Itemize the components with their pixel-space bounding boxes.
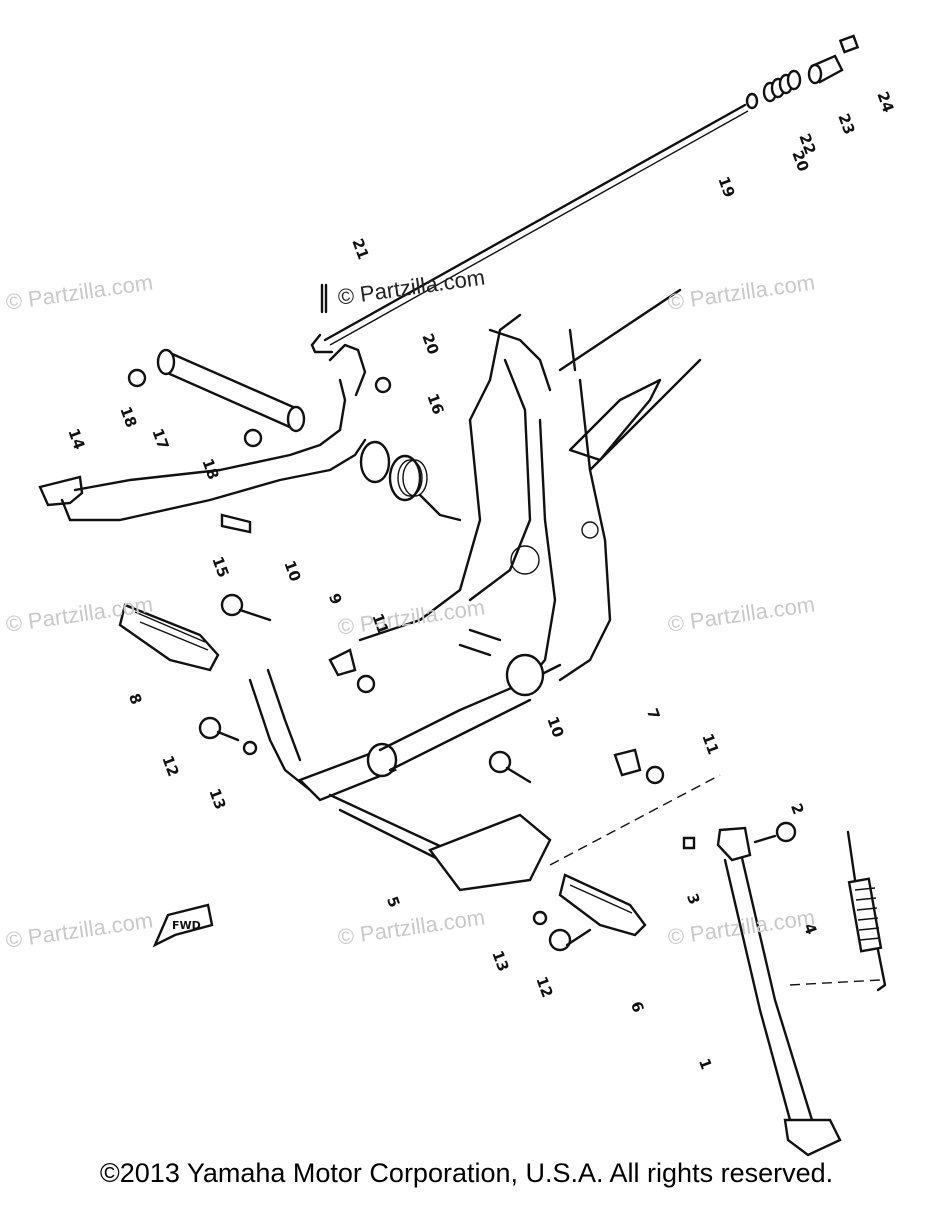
bolt-10-lower [488,750,532,784]
footrest-crossmember [248,628,562,892]
fwd-text: FWD [172,919,201,932]
footrest-8 [118,603,220,672]
side-stand-1 [716,826,842,1157]
nut-11-b [645,765,665,785]
shaft-17 [156,348,306,433]
brake-pedal-14 [38,343,391,522]
cotter-pin-21 [320,283,328,314]
clip-9 [328,648,357,677]
nut-20 [374,376,392,394]
washer-18-a [127,368,147,388]
washer-13-b [532,910,548,926]
stand-bolt-2 [753,821,797,844]
bolt-12-upper [198,716,240,742]
leader-lines [549,774,881,986]
spring-16 [388,454,462,522]
nut-11-a [356,674,376,694]
adjuster-parts-20-24 [745,34,860,110]
bolt-10-upper [220,593,272,622]
brake-rod-19 [310,103,749,354]
pin-15 [220,513,252,534]
stand-spring-4 [846,830,887,992]
clip-7 [613,748,642,777]
washer-13-a [242,740,258,756]
stand-nut-3 [682,836,696,850]
fwd-arrow: FWD [152,903,214,948]
copyright-notice: ©2013 Yamaha Motor Corporation, U.S.A. A… [99,1158,834,1188]
footrest-6 [558,873,647,937]
bolt-12-lower [548,928,592,952]
washer-18-b [243,428,263,448]
